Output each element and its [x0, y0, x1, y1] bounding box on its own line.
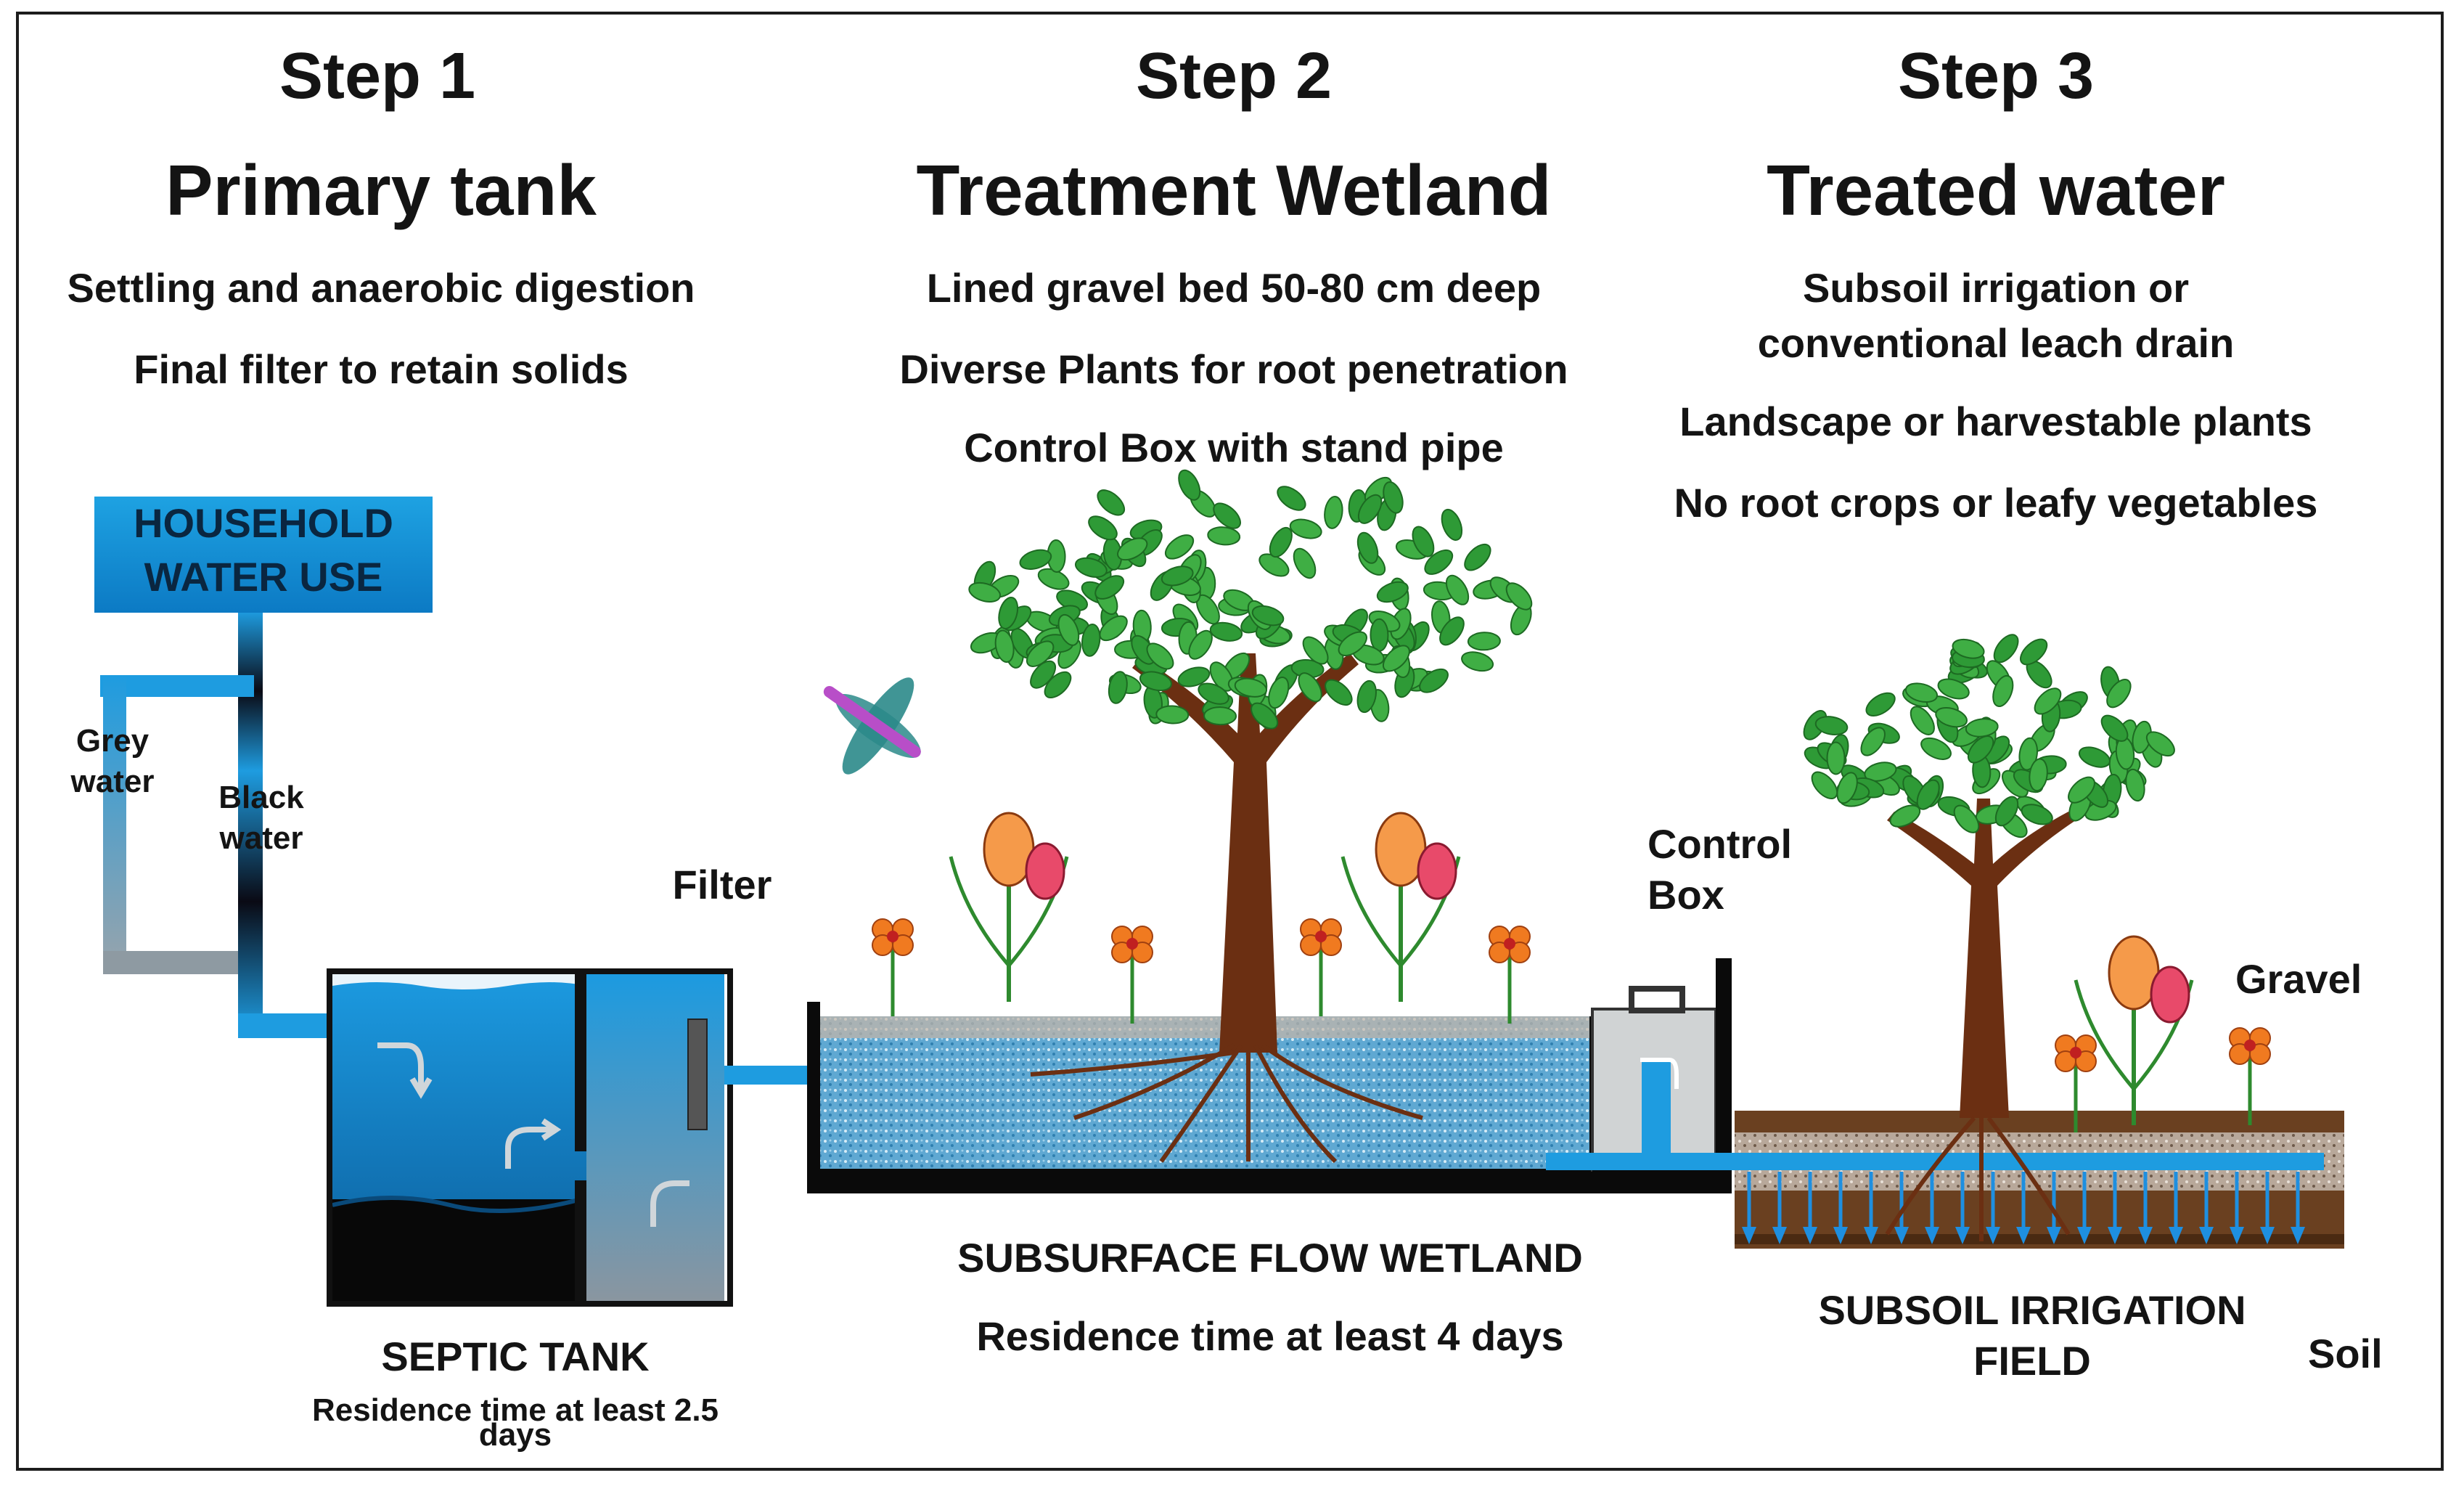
grey-water-label-2: water [70, 764, 155, 799]
step2-line1: Lined gravel bed 50-80 cm deep [926, 265, 1542, 311]
irrigation-field [1732, 1111, 2344, 1249]
black-water-label-2: water [219, 820, 303, 856]
step2-label: Step 2 [1135, 40, 1333, 113]
step3-title: Treated water [1767, 150, 2225, 230]
control-box-label-1: Control [1648, 821, 1793, 867]
flowers [872, 812, 2271, 1132]
step1-title: Primary tank [165, 150, 597, 230]
dragonfly [823, 677, 921, 775]
field-label-1: SUBSOIL IRRIGATION [1818, 1287, 2246, 1333]
black-water-label-1: Black [218, 780, 304, 815]
step3-line4: No root crops or leafy vegetables [1674, 480, 2318, 526]
control-box-label-2: Box [1648, 872, 1724, 918]
household-line2: WATER USE [144, 554, 383, 600]
step3-label: Step 3 [1897, 40, 2095, 113]
wetland-basin [807, 1002, 1604, 1193]
field-tree [1803, 634, 2175, 1241]
wetland-tree [968, 469, 1533, 1164]
household-water-use-box: HOUSEHOLD WATER USE [94, 497, 433, 613]
step2-line2: Diverse Plants for root penetration [899, 346, 1568, 392]
step2-title: Treatment Wetland [916, 150, 1552, 230]
control-box-graphic [1546, 958, 1735, 1193]
infiltration-arrows [1742, 1172, 2305, 1244]
field-label-2: FIELD [1973, 1338, 2091, 1384]
step3-line2: conventional leach drain [1757, 320, 2235, 366]
wetland-label: SUBSURFACE FLOW WETLAND [957, 1235, 1583, 1281]
wetland-residence: Residence time at least 4 days [976, 1313, 1564, 1359]
household-line1: HOUSEHOLD [134, 500, 393, 546]
septic-residence-1: Residence time at least 2.5 [311, 1392, 719, 1428]
step3-line3: Landscape or harvestable plants [1679, 399, 2312, 444]
household-pipes [100, 611, 332, 1038]
septic-residence-2: days [478, 1417, 552, 1453]
step3-line1: Subsoil irrigation or [1802, 265, 2190, 311]
step1-line2: Final filter to retain solids [134, 346, 629, 392]
filter-label: Filter [672, 862, 772, 907]
step2-line3: Control Box with stand pipe [964, 425, 1504, 470]
gravel-label: Gravel [2235, 956, 2362, 1002]
step1-label: Step 1 [279, 40, 476, 113]
septic-tank-label: SEPTIC TANK [381, 1334, 650, 1379]
soil-label: Soil [2308, 1331, 2383, 1376]
septic-tank [327, 968, 813, 1307]
step1-line1: Settling and anaerobic digestion [67, 265, 695, 311]
grey-water-label-1: Grey [75, 723, 150, 759]
